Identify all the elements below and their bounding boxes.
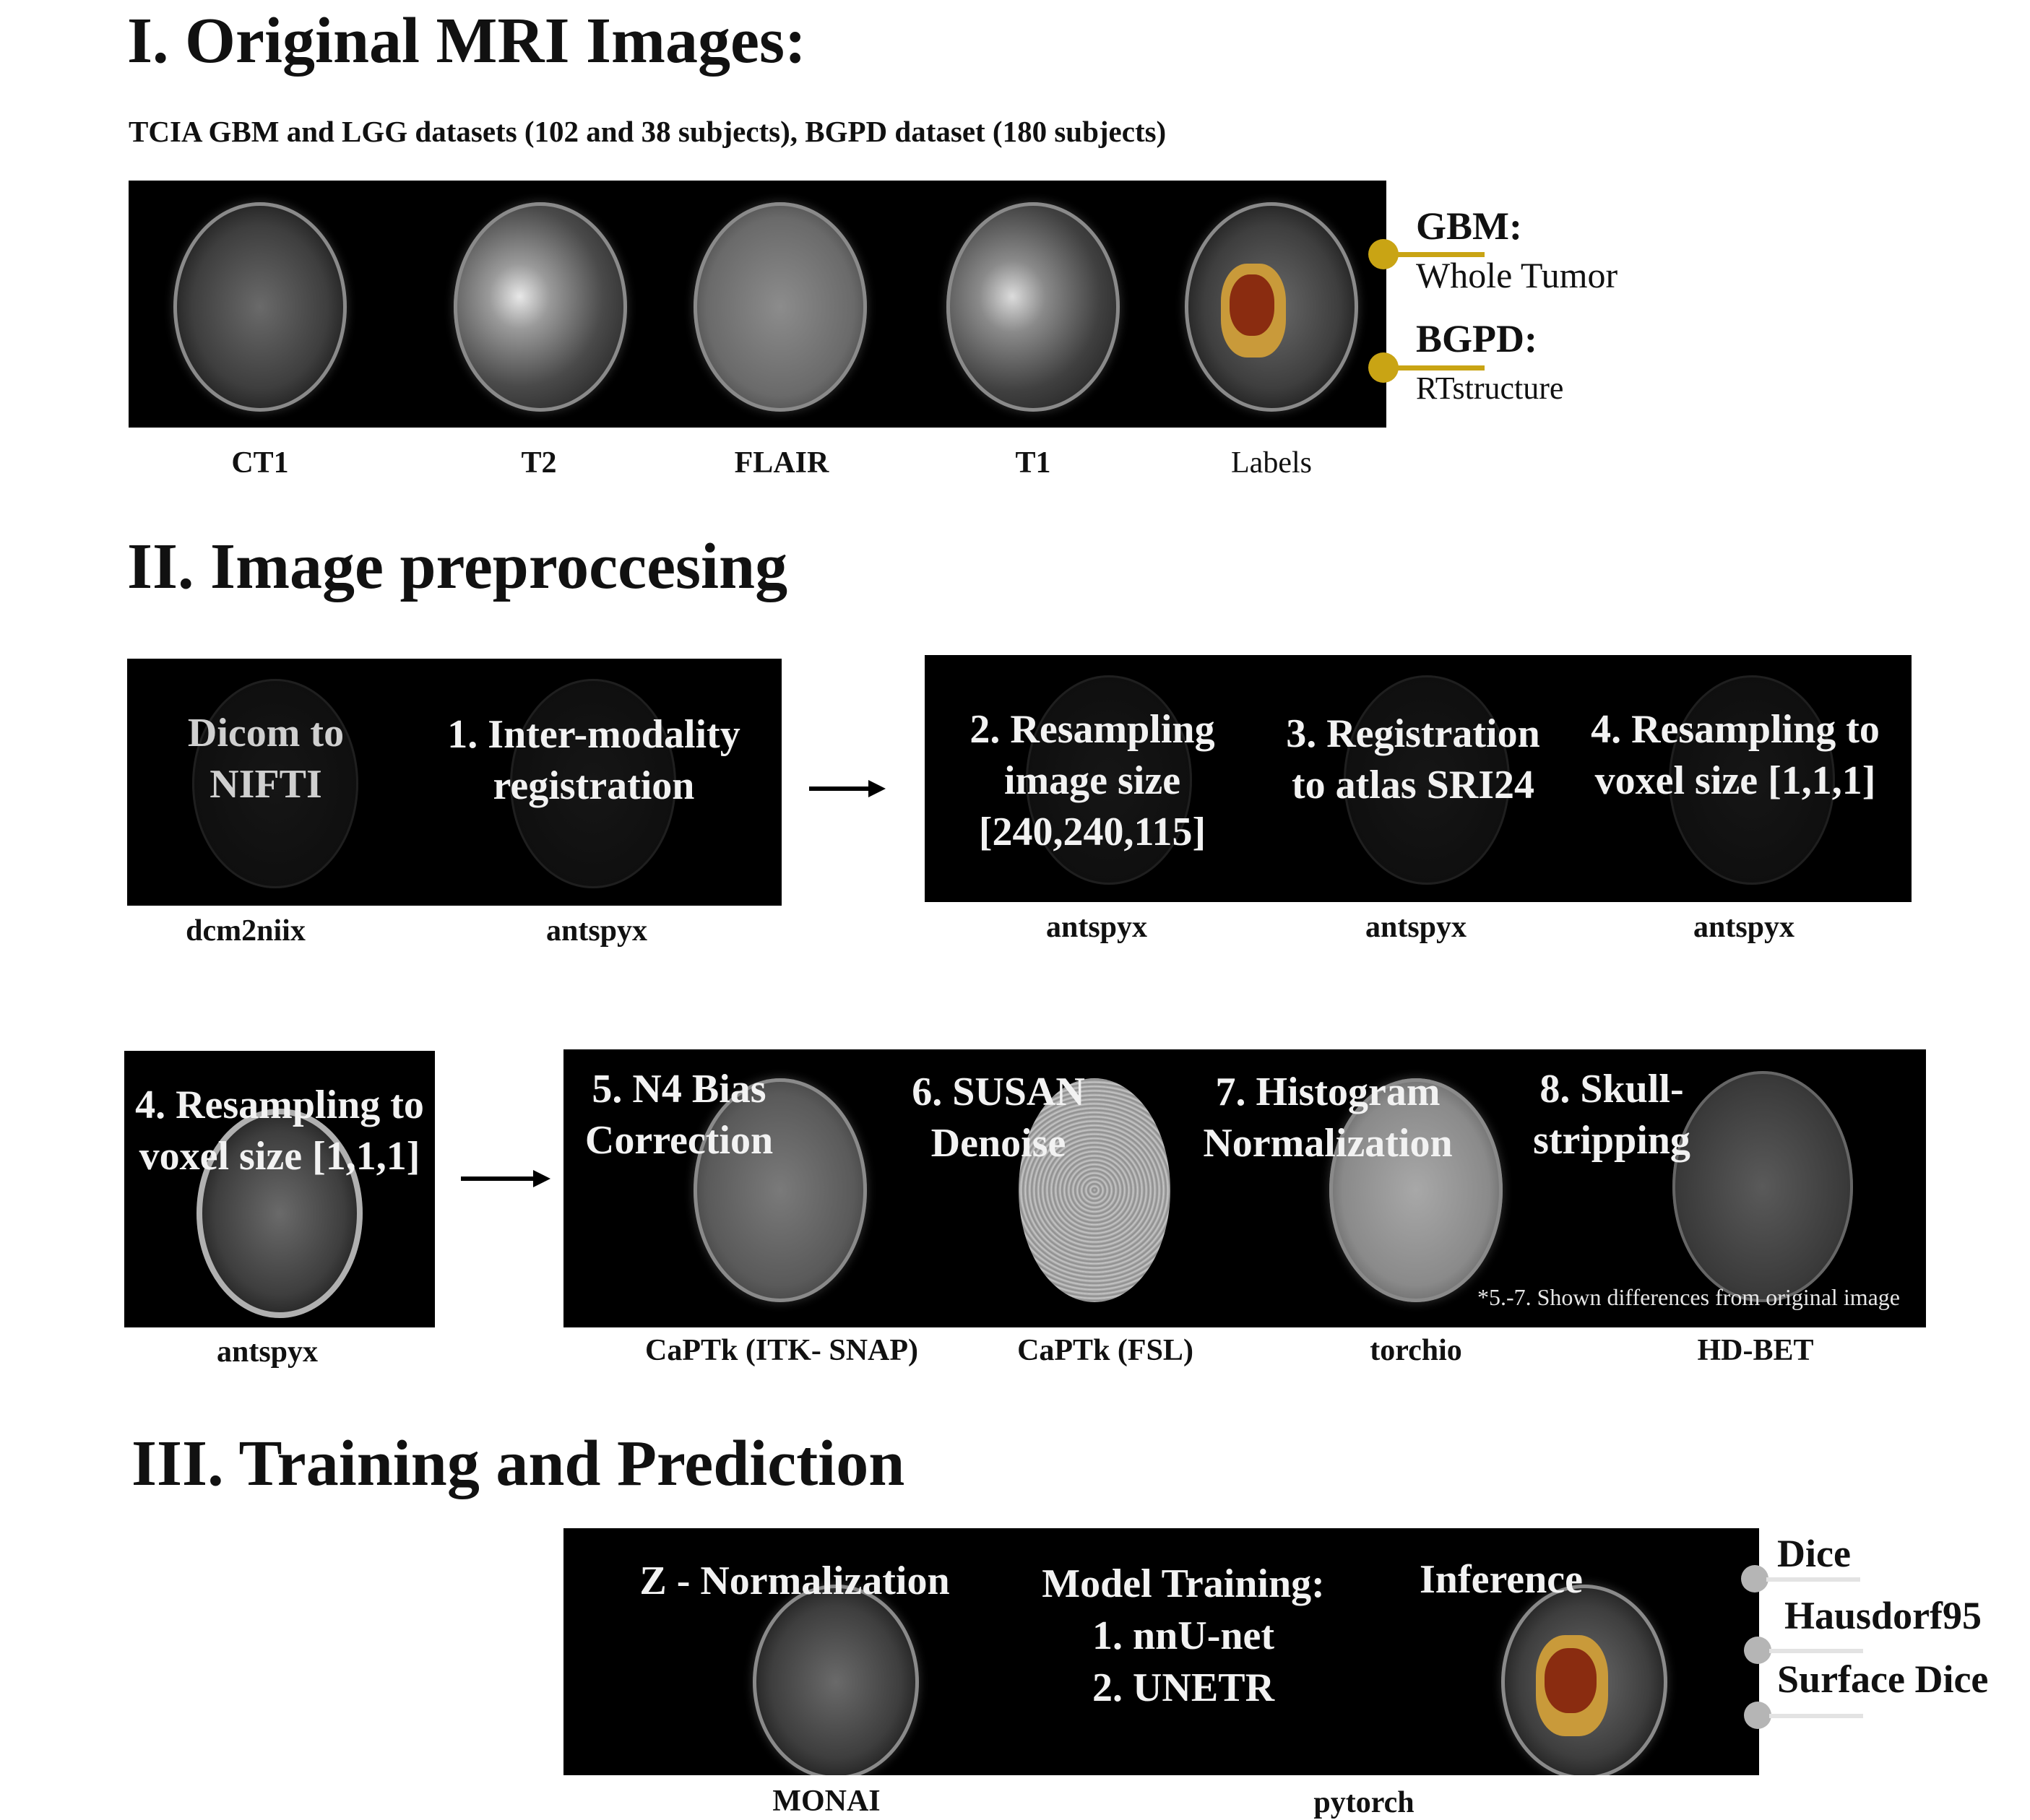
tool-antspyx: antspyx [1693,911,1795,944]
model-training-title: Model Training: [1042,1561,1325,1606]
gbm-label: GBM: [1416,204,1522,248]
preproc-panel-2: 2. Resampling image size [240,240,115] 3… [925,655,1912,902]
metric-dice: Dice [1777,1532,1851,1575]
step-susan-denoise: 6. SUSAN Denoise [912,1070,1085,1166]
susan-denoised-image [1019,1078,1170,1302]
gbm-connector-line [1394,252,1485,257]
brain-background-image [1669,675,1835,885]
histogram-normalized-image [1329,1078,1503,1302]
skull-stripped-image [1672,1071,1853,1302]
tool-antspyx: antspyx [545,914,648,948]
brain-background-image [510,679,676,888]
tool-pytorch: pytorch [1313,1786,1414,1819]
metric-connector-line [1769,1649,1863,1653]
prediction-core-overlay [1545,1648,1597,1713]
right-arrow-icon [809,780,886,797]
modality-label-t1: T1 [1015,446,1051,480]
step-resampling-image-size: 2. Resampling image size [240,240,115] [969,707,1215,855]
brain-background-image [192,679,358,888]
tool-captk-itk-snap: CaPTk (ITK- SNAP) [644,1334,919,1367]
step-n4-bias-correction: 5. N4 Bias Correction [584,1067,774,1164]
step-registration-atlas: 3. Registration to atlas SRI24 [1286,711,1540,808]
tool-captk-fsl: CaPTk (FSL) [1017,1334,1193,1367]
gbm-text: Whole Tumor [1416,255,1618,295]
step-resampling-voxel-size: 4. Resampling to voxel size [1,1,1] [135,1083,424,1179]
tumor-core-overlay [1230,274,1274,336]
step-skull-stripping: 8. Skull-stripping [1533,1067,1690,1164]
model-item-nnunet: 1. nnU-net [1092,1613,1275,1658]
model-item-unetr: 2. UNETR [1092,1665,1275,1710]
modality-label-t2: T2 [521,446,557,480]
preproc-panel-3: 4. Resampling to voxel size [1,1,1] [124,1051,435,1327]
preproc-panel-1: Dicom to NIFTI 1. Inter-modality registr… [127,659,782,906]
metric-connector-line [1766,1577,1860,1582]
modality-label-flair: FLAIR [734,446,829,480]
tool-antspyx: antspyx [1365,911,1467,944]
metric-dot-connector-icon [1744,1702,1771,1729]
inference-brain-image [1501,1585,1667,1775]
section1-title: I. Original MRI Images: [127,5,806,77]
tool-antspyx: antspyx [216,1335,319,1369]
metric-dot-connector-icon [1744,1637,1771,1664]
section2-title: II. Image preproccesing [127,531,788,602]
section3-title: III. Training and Prediction [131,1428,905,1499]
t2-image [454,202,627,412]
znorm-brain-image [753,1585,919,1775]
tool-monai: MONAI [772,1785,881,1818]
metric-connector-line [1769,1714,1863,1718]
tool-antspyx: antspyx [1045,911,1148,944]
tool-dcm2niix: dcm2niix [186,914,306,948]
step-dicom-to-nifti: Dicom to NIFTI [187,711,345,807]
right-arrow-icon [461,1170,550,1187]
bgpd-label: BGPD: [1416,317,1537,360]
brain-background-image [1344,675,1510,885]
step-inference: Inference [1420,1557,1583,1602]
step-z-normalization: Z - Normalization [639,1559,950,1603]
preproc-panel-4: 5. N4 Bias Correction 6. SUSAN Denoise 7… [563,1049,1926,1327]
flair-image [694,202,867,412]
modality-label-labels: Labels [1231,446,1312,480]
step-resampling-voxel-size: 4. Resampling to voxel size [1,1,1] [1591,707,1880,804]
differences-note: *5.-7. Shown differences from original i… [1477,1284,1900,1310]
brain-background-image [1026,675,1192,885]
mri-images-panel [129,181,1386,428]
training-panel: Z - Normalization Model Training: 1. nnU… [563,1528,1759,1775]
metric-dot-connector-icon [1741,1565,1768,1592]
t1-image [946,202,1120,412]
n4-corrected-image [694,1078,867,1302]
modality-label-ct1: CT1 [231,446,289,480]
tool-hd-bet: HD-BET [1697,1334,1814,1367]
gbm-dot-connector-icon [1368,239,1399,269]
step-histogram-normalization: 7. Histogram Normalization [1203,1070,1453,1166]
metric-surface-dice: Surface Dice [1777,1658,1989,1701]
labels-image [1185,202,1358,412]
section1-subtitle: TCIA GBM and LGG datasets (102 and 38 su… [129,115,1167,148]
ct1-image [173,202,347,412]
bgpd-connector-line [1394,365,1485,370]
step-inter-modality-registration: 1. Inter-modality registration [447,712,740,809]
metric-hausdorf95: Hausdorf95 [1784,1594,1982,1637]
bgpd-text: RTstructure [1416,370,1564,406]
bgpd-dot-connector-icon [1368,352,1399,383]
brain-background-image [196,1109,363,1318]
tool-torchio: torchio [1370,1334,1462,1367]
